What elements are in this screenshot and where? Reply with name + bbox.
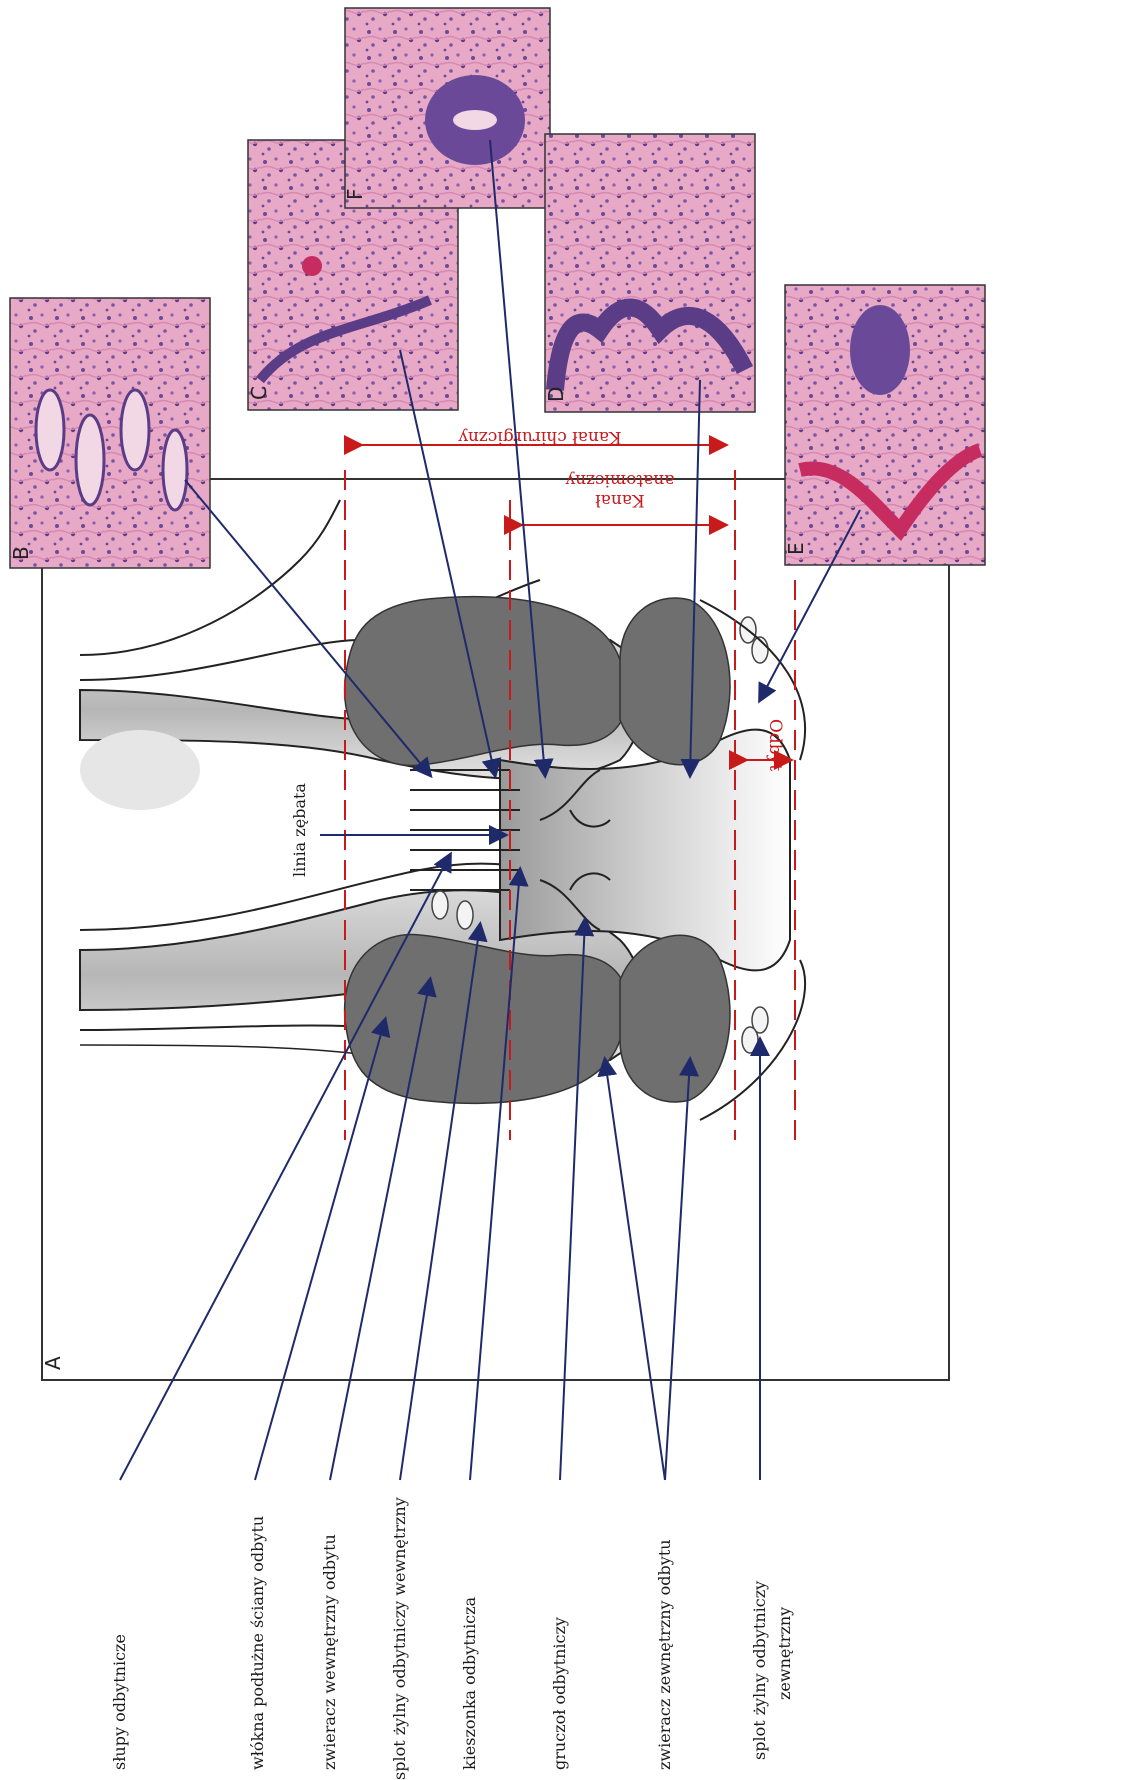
label-anal-columns: słupy odbytnicze (110, 1634, 129, 1770)
panel-b-letter: B (9, 546, 33, 560)
label-dentate-line: linia zębata (290, 783, 309, 877)
label-external-sphincter: zwieracz zewnętrzny odbytu (655, 1539, 674, 1770)
label-external-plexus-1: splot żylny odbytniczy (750, 1581, 769, 1760)
panel-a-letter: A (41, 1356, 65, 1370)
anatomical-canal-label-2: anatomiczny (565, 470, 674, 490)
label-external-plexus-2: zewnętrzny (775, 1607, 794, 1700)
panel-d-letter: D (544, 387, 568, 402)
label-internal-sphincter: zwieracz wewnętrzny odbytu (320, 1534, 339, 1770)
label-longitudinal-fibers: włókna podłużne ściany odbytu (248, 1516, 267, 1770)
panel-c-letter: C (247, 386, 271, 400)
panel-f-letter: F (343, 188, 367, 200)
histology-panel-d: D (544, 134, 755, 412)
anatomical-canal-label-1: Kanał (595, 490, 645, 510)
panel-e-letter: E (784, 542, 808, 555)
histology-panel-e: E (784, 285, 985, 565)
surgical-canal-label: Kanał chirurgiczny (458, 427, 622, 447)
anus-label: Odbyt (765, 719, 785, 771)
histology-panel-f: F (343, 8, 550, 208)
label-internal-plexus: splot żylny odbytniczy wewnętrzny (390, 1497, 409, 1780)
histology-panel-b: B (9, 298, 210, 568)
label-anal-crypt: kieszonka odbytnicza (460, 1596, 479, 1770)
label-anal-gland: gruczoł odbytniczy (550, 1617, 569, 1770)
